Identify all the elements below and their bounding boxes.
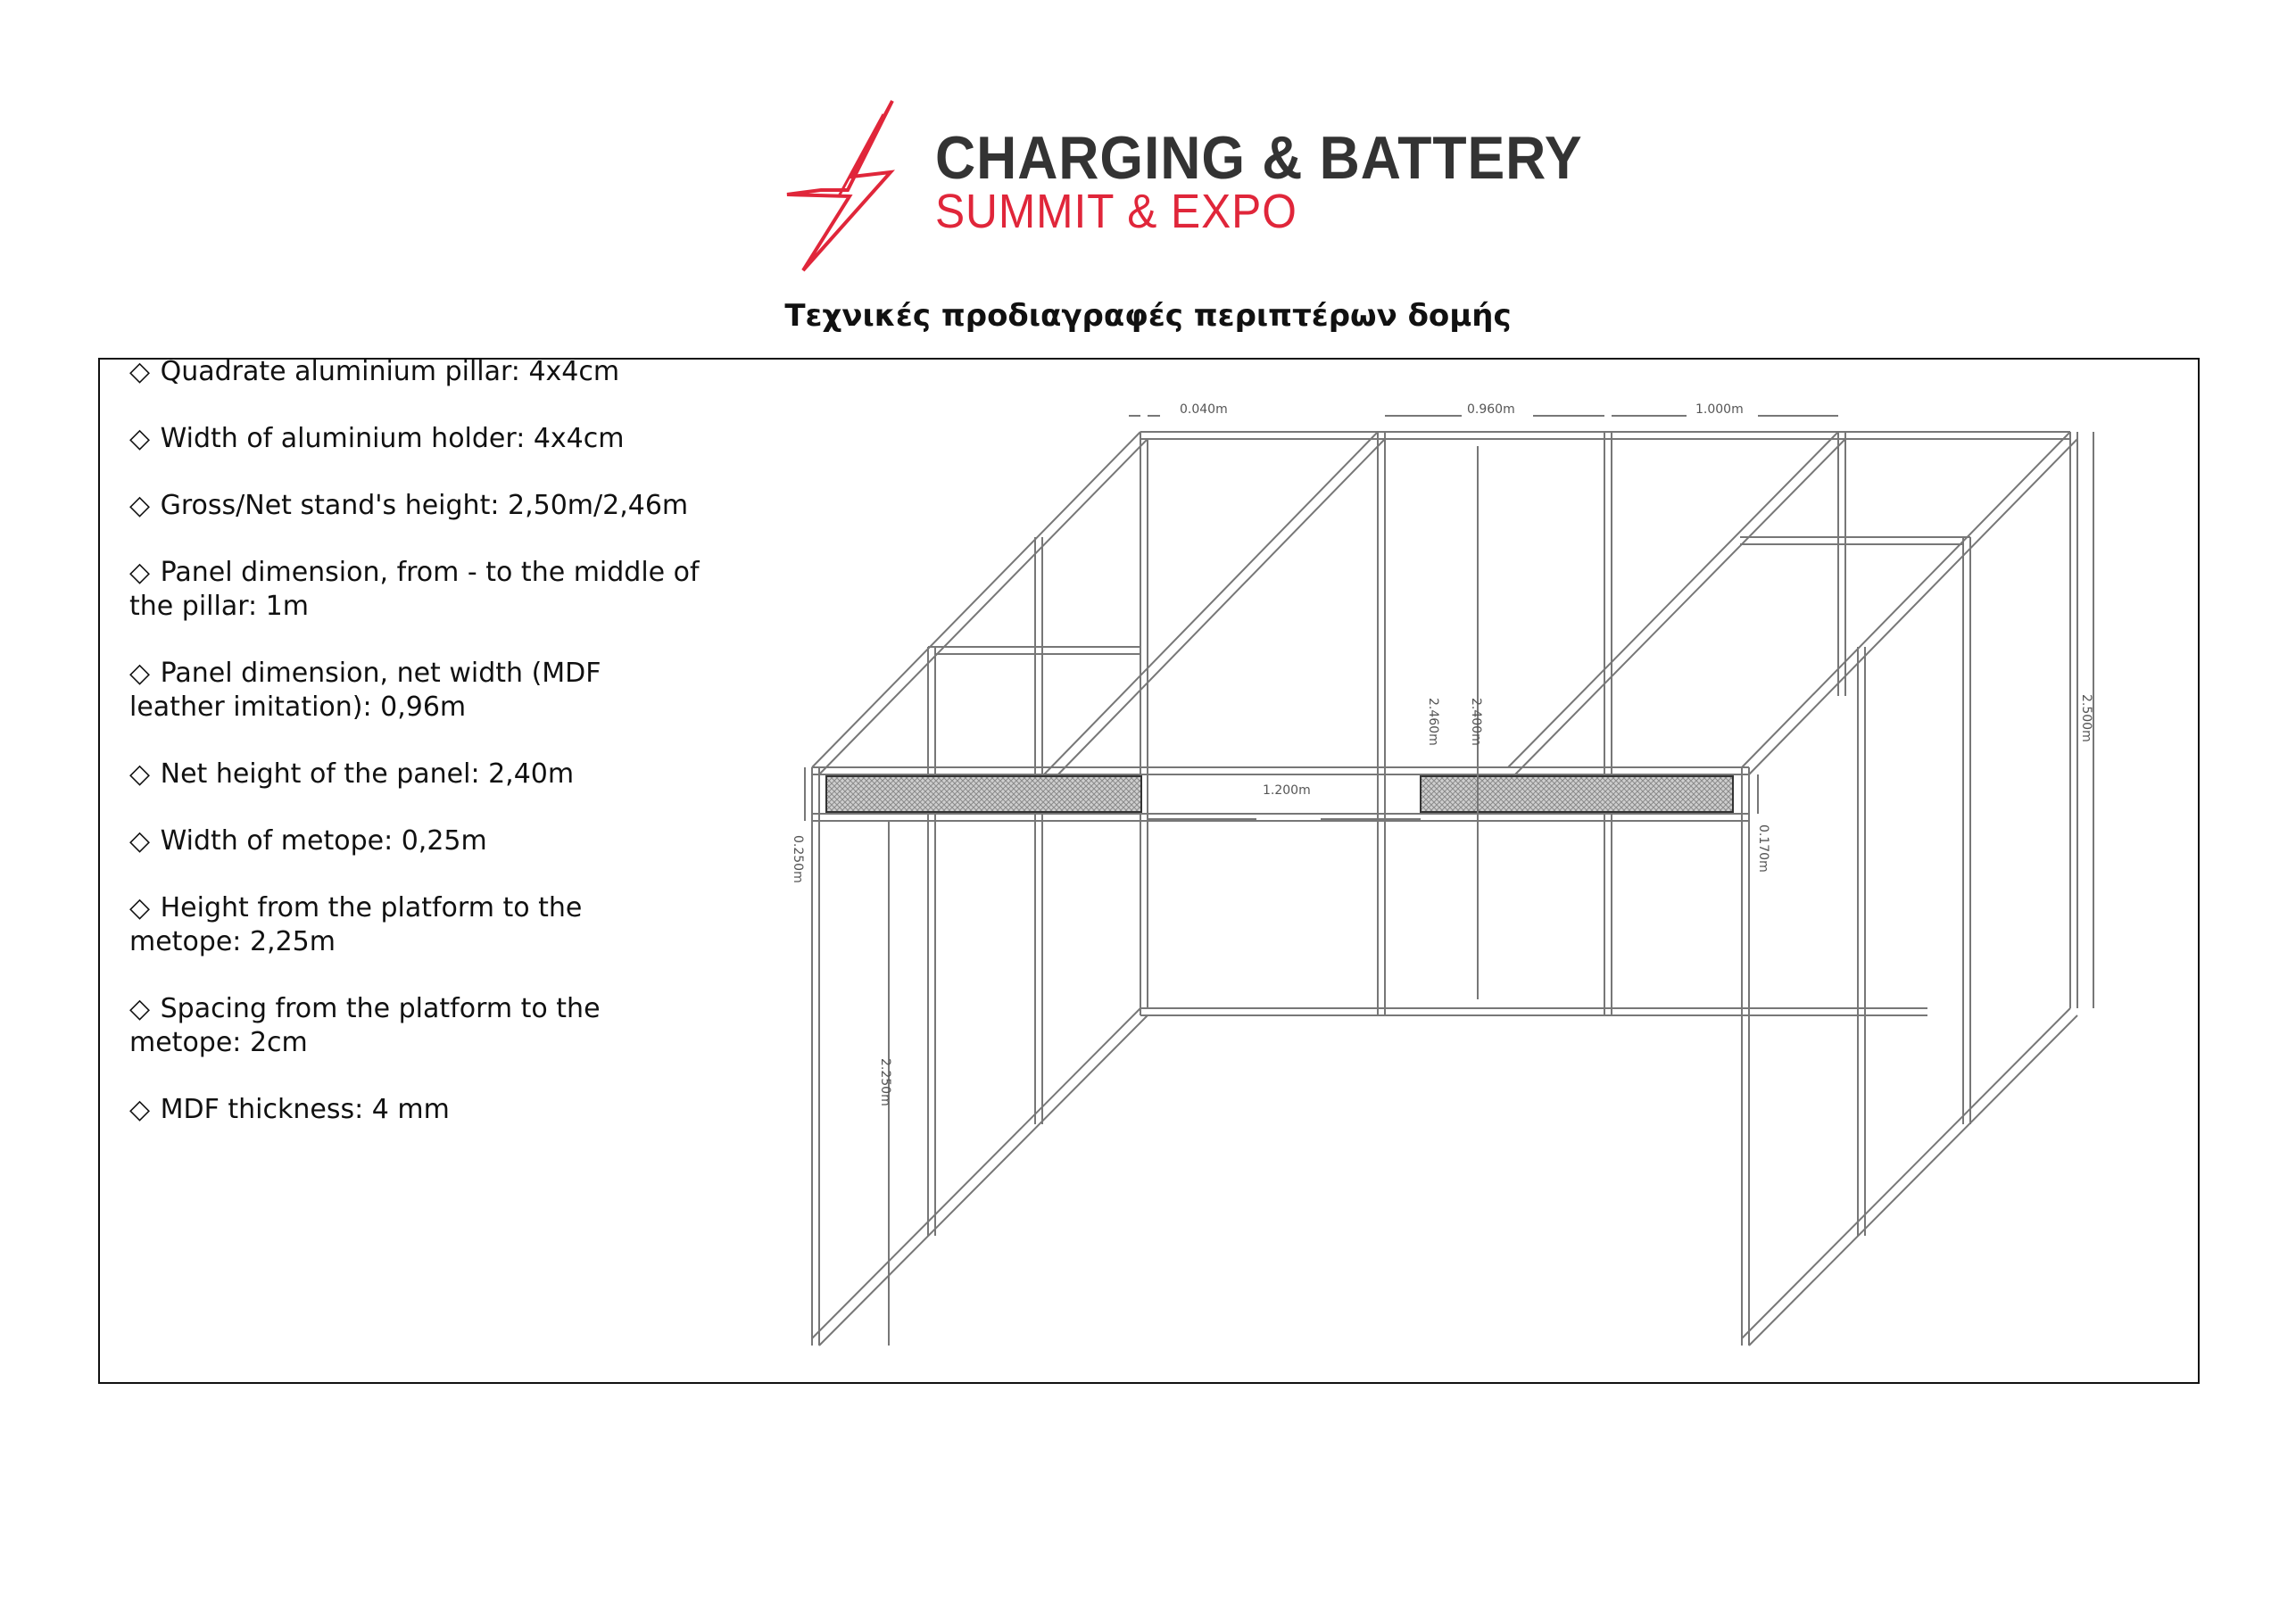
dim-height-2460: 2.460m	[1426, 698, 1440, 746]
dim-height-2250: 2.250m	[878, 1058, 892, 1106]
diamond-bullet-icon: ◇	[129, 993, 151, 1024]
spec-text: Spacing from the platform to the metope:…	[129, 993, 601, 1058]
spec-item: ◇ Quadrate aluminium pillar: 4x4cm	[129, 355, 700, 389]
metope-panel-left	[825, 775, 1142, 813]
diamond-bullet-icon: ◇	[129, 356, 151, 387]
spec-text: MDF thickness: 4 mm	[160, 1094, 450, 1125]
diamond-bullet-icon: ◇	[129, 557, 151, 588]
logo-title: CHARGING & BATTERY	[935, 124, 1583, 192]
diamond-bullet-icon: ◇	[129, 892, 151, 923]
dim-height-2400: 2.400m	[1469, 698, 1483, 746]
spec-item: ◇ Width of aluminium holder: 4x4cm	[129, 422, 700, 456]
left-side-frame	[811, 431, 1386, 1346]
page-title: Τεχνικές προδιαγραφές περιπτέρων δομής	[784, 298, 1512, 334]
spec-item: ◇ Height from the platform to the metope…	[129, 891, 700, 959]
spec-text: Panel dimension, net width (MDF leather …	[129, 658, 601, 723]
diamond-bullet-icon: ◇	[129, 490, 151, 521]
diamond-bullet-icon: ◇	[129, 423, 151, 454]
spec-text: Width of aluminium holder: 4x4cm	[160, 423, 625, 454]
diamond-bullet-icon: ◇	[129, 1094, 151, 1125]
spec-item: ◇ Spacing from the platform to the metop…	[129, 992, 700, 1060]
spec-text: Quadrate aluminium pillar: 4x4cm	[160, 356, 620, 387]
spec-item: ◇ MDF thickness: 4 mm	[129, 1093, 700, 1127]
event-logo: CHARGING & BATTERY SUMMIT & EXPO	[785, 96, 1582, 275]
metope-panel-right	[1420, 775, 1734, 813]
stand-structure-drawing: 0.040m 0.960m 1.000m 1.200m 2.460m 2.400…	[791, 402, 2094, 1346]
dim-metope-gap: 0.170m	[1756, 824, 1770, 873]
dim-height-2500: 2.500m	[2079, 694, 2093, 742]
spec-item: ◇ Panel dimension, net width (MDF leathe…	[129, 657, 700, 725]
spec-item: ◇ Panel dimension, from - to the middle …	[129, 556, 700, 624]
spec-text: Width of metope: 0,25m	[160, 825, 487, 857]
right-side-frame	[1507, 431, 2078, 1346]
spec-frame	[98, 358, 2200, 1384]
spec-text: Height from the platform to the metope: …	[129, 892, 583, 957]
logo-subtitle: SUMMIT & EXPO	[935, 185, 1297, 238]
spec-item: ◇ Gross/Net stand's height: 2,50m/2,46m	[129, 489, 700, 523]
lightning-bolt-icon	[786, 100, 895, 272]
spec-text: Panel dimension, from - to the middle of…	[129, 557, 700, 622]
diamond-bullet-icon: ◇	[129, 658, 151, 689]
dimension-annotations: 0.040m 0.960m 1.000m 1.200m 2.460m 2.400…	[791, 402, 2094, 1346]
front-frame	[811, 766, 1750, 1346]
diamond-bullet-icon: ◇	[129, 825, 151, 857]
diamond-bullet-icon: ◇	[129, 758, 151, 790]
dim-panel: 1.000m	[1695, 402, 1744, 417]
back-wall-frame	[1140, 431, 2078, 1016]
dim-panel-net: 0.960m	[1467, 402, 1515, 417]
spec-text: Net height of the panel: 2,40m	[160, 758, 575, 790]
spec-list: ◇ Quadrate aluminium pillar: 4x4cm ◇ Wid…	[129, 355, 700, 1160]
spec-item: ◇ Net height of the panel: 2,40m	[129, 758, 700, 791]
spec-text: Gross/Net stand's height: 2,50m/2,46m	[160, 490, 689, 521]
dim-pillar: 0.040m	[1180, 402, 1228, 417]
dim-metope-span: 1.200m	[1263, 783, 1311, 798]
dim-metope-width: 0.250m	[791, 835, 805, 883]
spec-item: ◇ Width of metope: 0,25m	[129, 824, 700, 858]
